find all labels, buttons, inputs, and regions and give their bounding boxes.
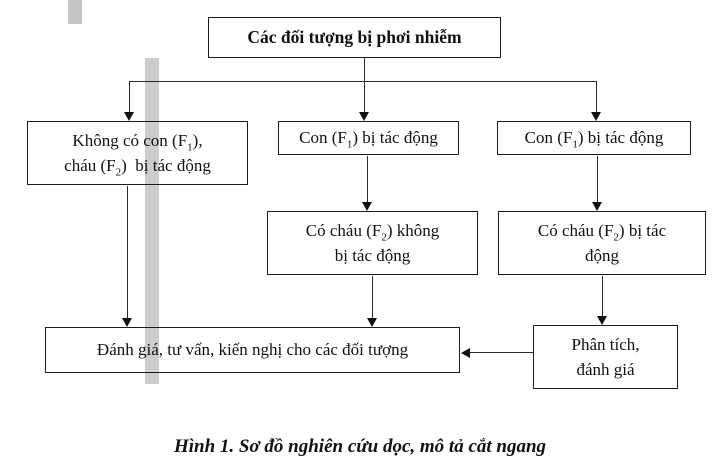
connector-mid-to-evaluation: [372, 276, 374, 319]
box-no-affected-children: Không có con (F1),cháu (F2) bị tác động: [27, 121, 248, 185]
box-affected-children-mid: Con (F1) bị tác động: [278, 121, 459, 155]
margin-artifact: [68, 0, 82, 24]
arrowhead-down-icon: [597, 316, 607, 325]
arrowhead-down-icon: [367, 318, 377, 327]
arrowhead-down-icon: [591, 112, 601, 121]
connector-branch-left: [129, 81, 131, 113]
box-evaluation-advice: Đánh giá, tư vấn, kiến nghị cho các đối …: [45, 327, 460, 373]
figure-caption: Hình 1. Sơ đồ nghiên cứu dọc, mô tả cắt …: [173, 436, 547, 457]
connector-top-stem: [364, 58, 366, 82]
box-analysis-evaluation: Phân tích,đánh giá: [533, 325, 678, 389]
connector-left-to-evaluation: [127, 186, 129, 319]
highlight-stripe: [145, 58, 159, 384]
connector-right-row2-row3: [597, 156, 599, 203]
connector-mid-row2-row3: [367, 156, 369, 203]
connector-branch-right: [596, 81, 598, 113]
connector-branch-mid: [364, 81, 366, 113]
arrowhead-down-icon: [122, 318, 132, 327]
box-affected-children-right: Con (F1) bị tác động: [497, 121, 691, 155]
connector-branch-horizontal: [129, 81, 597, 83]
arrowhead-down-icon: [592, 202, 602, 211]
arrowhead-down-icon: [124, 112, 134, 121]
box-exposed-subjects: Các đối tượng bị phơi nhiễm: [208, 17, 501, 58]
arrowhead-down-icon: [359, 112, 369, 121]
arrowhead-down-icon: [362, 202, 372, 211]
arrowhead-left-icon: [461, 348, 470, 358]
connector-analysis-to-evaluation: [470, 352, 533, 354]
connector-right-to-analysis: [602, 276, 604, 317]
